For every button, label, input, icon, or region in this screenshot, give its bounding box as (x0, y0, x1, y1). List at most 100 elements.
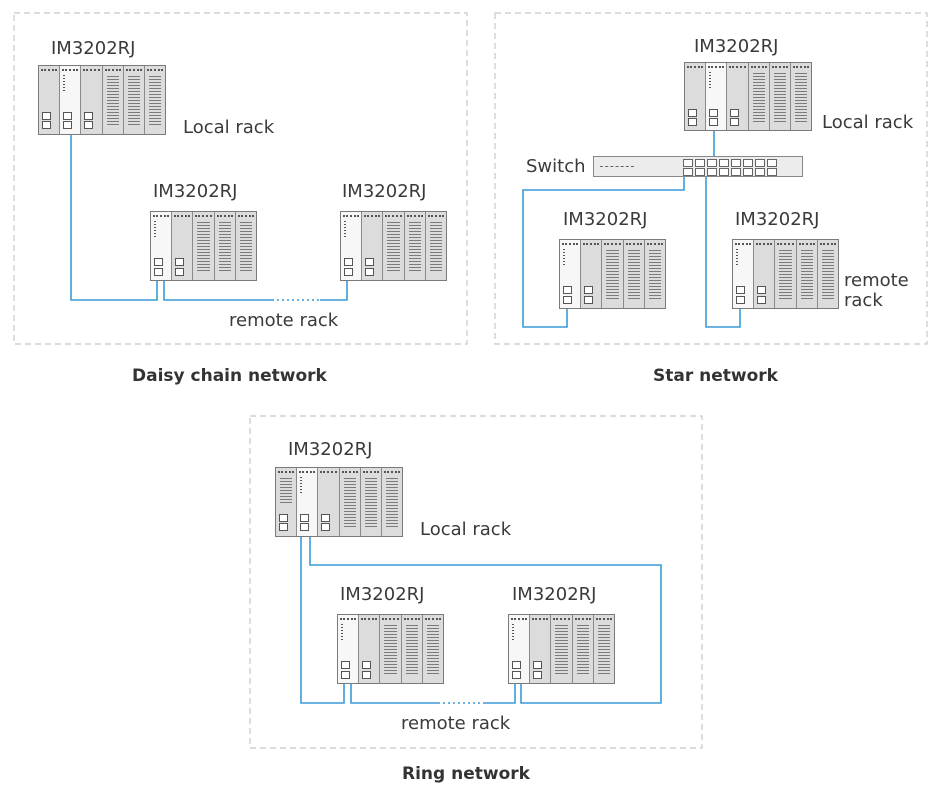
rack-slot (602, 240, 624, 308)
rack-slot (360, 468, 382, 536)
switch-front-marks (600, 166, 634, 167)
switch-port (731, 168, 741, 176)
daisy-local-rack-label: Local rack (183, 117, 275, 138)
rack-slot (193, 212, 215, 280)
rack-slot (383, 212, 405, 280)
star-wire-switch-to-remote2 (705, 176, 741, 328)
switch-port (683, 159, 693, 167)
rack-slot (123, 66, 145, 134)
star-local-rack (684, 62, 812, 131)
switch-port (743, 168, 753, 176)
star-wire-switch-to-remote1 (522, 176, 685, 328)
rack-slot (727, 63, 749, 130)
star-frame (494, 12, 928, 345)
star-remote2-rack (732, 239, 839, 309)
daisy-wire-remote2-in (320, 280, 348, 301)
ring-remote1-module-label: IM3202RJ (340, 584, 425, 605)
star-switch-label: Switch (526, 156, 586, 177)
rack-slot (425, 212, 447, 280)
switch-port (767, 159, 777, 167)
rack-slot (644, 240, 666, 308)
daisy-remote-rack-label: remote rack (229, 310, 339, 331)
rack-slot (380, 615, 402, 683)
star-remote1-rack (559, 239, 666, 309)
ring-wire-remote1-out (350, 683, 438, 704)
ring-local-rack-label: Local rack (420, 519, 512, 540)
rack-slot (404, 212, 426, 280)
switch-port (683, 168, 693, 176)
switch-port (719, 168, 729, 176)
daisy-remote1-module-label: IM3202RJ (153, 181, 238, 202)
ring-frame (249, 415, 703, 749)
rack-slot (381, 468, 403, 536)
rack-slot (60, 66, 82, 134)
rack-slot (172, 212, 194, 280)
star-caption: Star network (653, 366, 778, 386)
daisy-chain-frame (13, 12, 468, 345)
rack-slot (318, 468, 340, 536)
rack-slot (39, 66, 61, 134)
rack-slot (754, 240, 776, 308)
rack-slot (341, 212, 363, 280)
daisy-local-module-label: IM3202RJ (51, 38, 136, 59)
daisy-wire-local-to-remote1 (70, 134, 158, 301)
rack-slot (790, 63, 812, 130)
rack-slot (769, 63, 791, 130)
switch-port (719, 159, 729, 167)
star-remote1-module-label: IM3202RJ (563, 209, 648, 230)
switch-port (743, 159, 753, 167)
daisy-remote2-module-label: IM3202RJ (342, 181, 427, 202)
rack-slot (401, 615, 423, 683)
rack-slot (362, 212, 384, 280)
rack-slot (530, 615, 552, 683)
rack-slot (151, 212, 173, 280)
star-remote2-module-label: IM3202RJ (735, 209, 820, 230)
ring-remote1-rack (337, 614, 444, 684)
rack-slot (102, 66, 124, 134)
star-remote-rack-label: remote rack (844, 270, 909, 311)
rack-slot (706, 63, 728, 130)
rack-slot (276, 468, 298, 536)
rack-slot (235, 212, 257, 280)
rack-slot (775, 240, 797, 308)
daisy-local-rack (38, 65, 166, 135)
switch-port (767, 168, 777, 176)
switch-port (755, 168, 765, 176)
star-local-rack-label: Local rack (822, 112, 914, 133)
ring-remote2-rack (508, 614, 615, 684)
ring-wire-local-to-remote1 (300, 537, 345, 704)
rack-slot (81, 66, 103, 134)
switch-port (755, 159, 765, 167)
ring-remote-rack-label: remote rack (401, 713, 511, 734)
rack-slot (796, 240, 818, 308)
rack-slot (422, 615, 444, 683)
star-local-module-label: IM3202RJ (694, 36, 779, 57)
rack-slot (581, 240, 603, 308)
ring-local-rack (275, 467, 403, 537)
rack-slot (685, 63, 707, 130)
daisy-chain-caption: Daisy chain network (132, 366, 327, 386)
ring-local-module-label: IM3202RJ (288, 439, 373, 460)
switch-port (731, 159, 741, 167)
switch-port (707, 159, 717, 167)
ring-caption: Ring network (402, 764, 530, 784)
daisy-wire-remote1-out (163, 280, 272, 301)
daisy-remote1-rack (150, 211, 257, 281)
rack-slot (297, 468, 319, 536)
rack-slot (560, 240, 582, 308)
switch-port (695, 159, 705, 167)
rack-slot (817, 240, 839, 308)
rack-slot (551, 615, 573, 683)
rack-slot (733, 240, 755, 308)
rack-slot (339, 468, 361, 536)
rack-slot (572, 615, 594, 683)
ring-wire-return (309, 537, 662, 704)
ring-remote2-module-label: IM3202RJ (512, 584, 597, 605)
rack-slot (509, 615, 531, 683)
switch-port (695, 168, 705, 176)
rack-slot (593, 615, 615, 683)
daisy-remote2-rack (340, 211, 447, 281)
switch-port (707, 168, 717, 176)
rack-slot (338, 615, 360, 683)
